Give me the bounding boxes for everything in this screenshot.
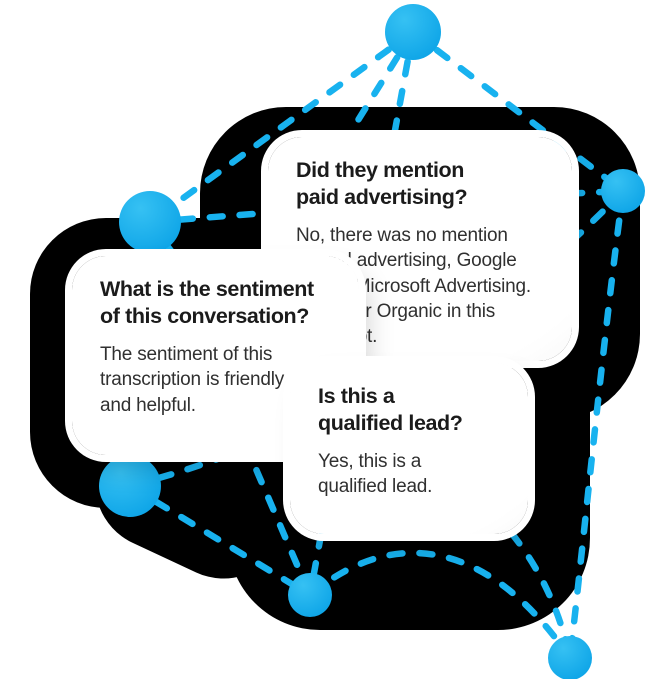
question-card-qualified-lead: Is this a qualified lead? Yes, this is a…	[290, 363, 528, 534]
edge-node-bottom-mid--node-bottom-right	[306, 549, 574, 662]
edge-node-left--node-right	[146, 187, 627, 226]
network-nodes	[99, 4, 645, 679]
node-left	[119, 191, 181, 253]
node-bottom-left	[99, 455, 161, 517]
card-answer: The sentiment of this transcription is f…	[100, 343, 285, 416]
node-bottom-right	[548, 636, 592, 679]
card-question: Is this a qualified lead?	[318, 384, 463, 436]
card-question: What is the sentiment of this conversati…	[100, 277, 314, 329]
node-bottom-mid	[288, 573, 332, 617]
node-top	[385, 4, 441, 60]
card-answer: Yes, this is a qualified lead.	[318, 450, 433, 498]
edge-node-top--node-right	[409, 28, 627, 195]
node-right	[601, 169, 645, 213]
card-question: Did they mention paid advertising?	[296, 158, 468, 210]
edge-node-bottom-left--node-bottom-mid	[126, 482, 314, 599]
edge-node-right--node-bottom-right	[566, 187, 627, 662]
edge-node-top--node-left	[146, 28, 417, 226]
